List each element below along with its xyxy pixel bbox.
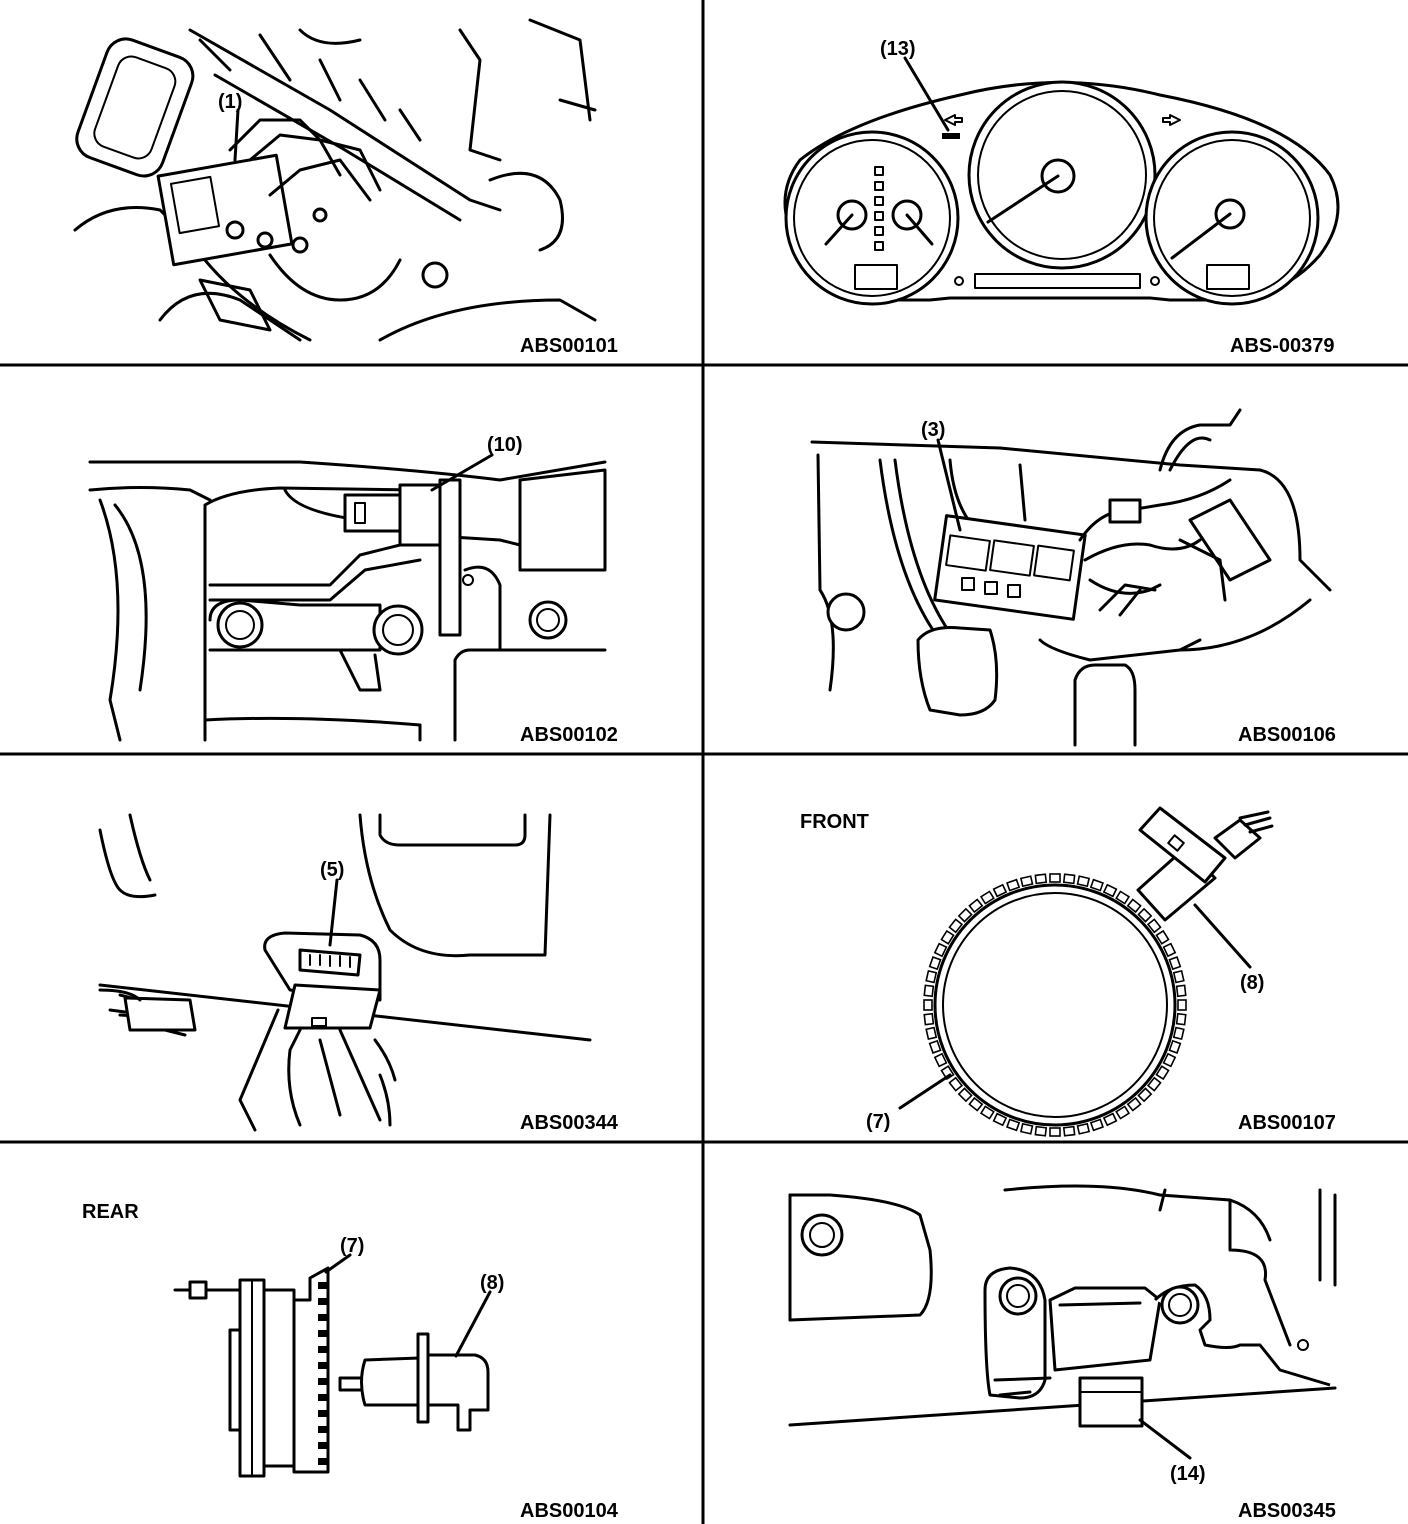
- figure-code: ABS00345: [1238, 1500, 1336, 1522]
- callout-label: (8): [1240, 972, 1264, 994]
- panel-abs00379: (13) ABS-00379: [783, 38, 1340, 357]
- leader-line: [903, 56, 950, 132]
- combination-meter-illustration: [783, 80, 1340, 306]
- leader-line: [936, 438, 962, 532]
- leader-line: [324, 1253, 352, 1274]
- hydraulic-unit-illustration: [73, 18, 597, 342]
- callout-label: (7): [340, 1235, 364, 1257]
- leader-line: [898, 1073, 952, 1110]
- callout-label: (14): [1170, 1463, 1206, 1485]
- leader-line: [328, 878, 339, 947]
- panel-abs00345: (14) ABS00345: [788, 1184, 1337, 1522]
- figure-code: ABS00104: [520, 1500, 619, 1522]
- data-link-connector-illustration: [98, 813, 592, 1132]
- callout-label: (8): [480, 1272, 504, 1294]
- panel-abs00106: (3) ABS00106: [810, 408, 1336, 747]
- panel-abs00102: (10) ABS00102: [88, 434, 618, 746]
- callout-label: (1): [218, 91, 242, 113]
- callout-label: (10): [487, 434, 523, 456]
- leader-line: [454, 1290, 492, 1358]
- panel-abs00344: (5) ABS00344: [98, 813, 619, 1134]
- figure-code: ABS00344: [520, 1112, 619, 1134]
- rear-tone-wheel-illustration: [173, 1266, 490, 1478]
- rear-tone-wheel-teeth: [318, 1282, 328, 1465]
- figure-code: ABS00101: [520, 335, 618, 357]
- g-sensor-illustration: [788, 1184, 1337, 1428]
- callout-label: (13): [880, 38, 916, 60]
- leader-line: [430, 453, 494, 492]
- panel-abs00107: FRONT (8) (7) ABS00107: [800, 806, 1336, 1137]
- front-tone-wheel-illustration: [923, 806, 1274, 1137]
- leader-line: [233, 108, 240, 162]
- figure-code: ABS00106: [1238, 724, 1336, 746]
- callout-label: (5): [320, 859, 344, 881]
- tone-wheel-teeth: [923, 873, 1187, 1137]
- panel-abs00101: (1) ABS00101: [73, 18, 618, 357]
- connector-location-illustration: [88, 460, 607, 742]
- view-direction-label: REAR: [82, 1201, 139, 1223]
- leader-line: [1193, 903, 1252, 969]
- panel-abs00104: REAR (7) (8) ABS00104: [82, 1201, 619, 1522]
- view-direction-label: FRONT: [800, 811, 869, 833]
- figure-code: ABS-00379: [1230, 335, 1335, 357]
- callout-label: (3): [921, 419, 945, 441]
- callout-label: (7): [866, 1111, 890, 1133]
- leader-line: [1138, 1418, 1192, 1460]
- figure-code: ABS00107: [1238, 1112, 1336, 1134]
- relay-connector-illustration: [810, 408, 1332, 747]
- figure-code: ABS00102: [520, 724, 618, 746]
